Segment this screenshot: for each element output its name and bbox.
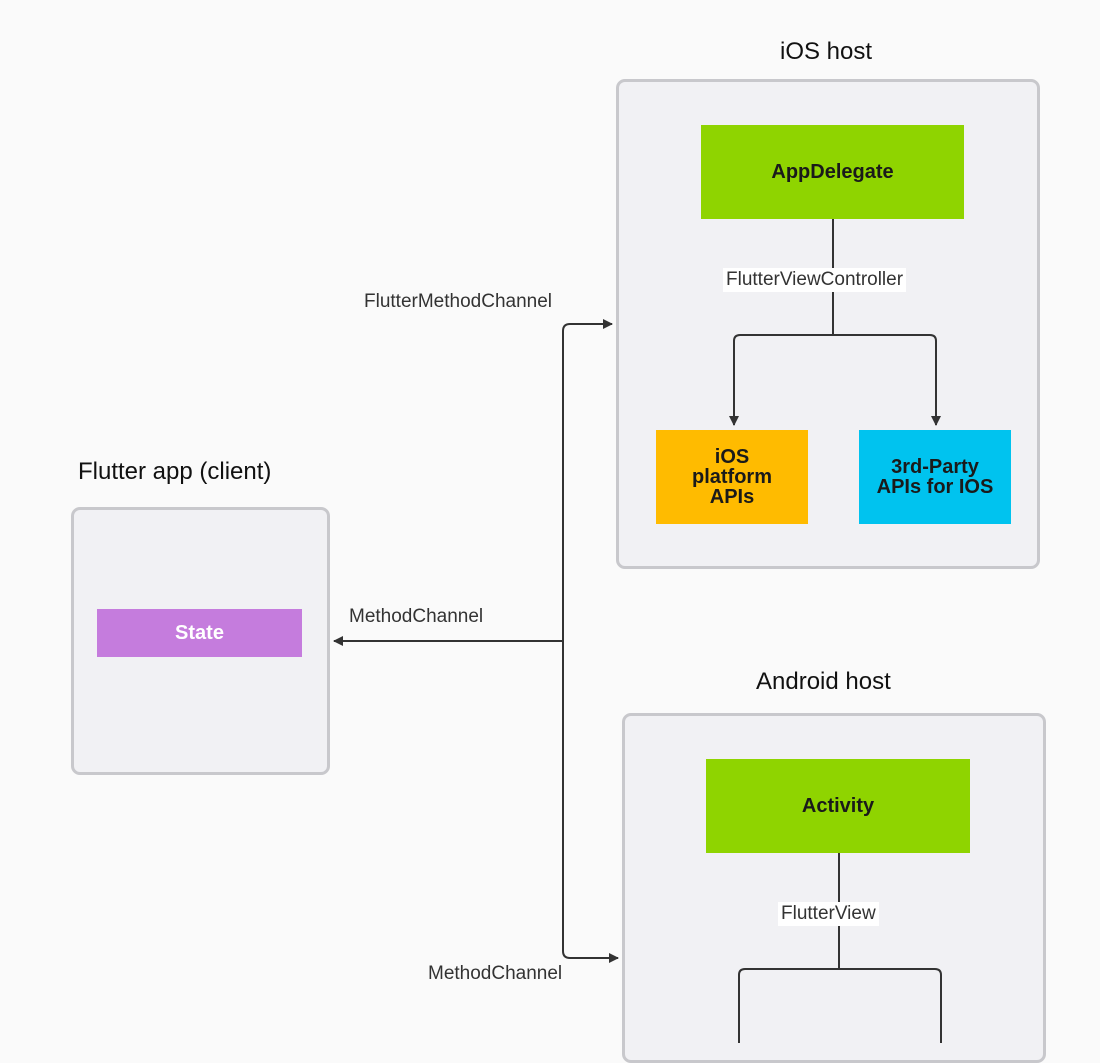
activity-node: Activity <box>706 759 970 853</box>
edge-to-third-party-apis <box>833 334 941 426</box>
method-channel-app-label: MethodChannel <box>349 606 484 627</box>
edge-to-ios-host <box>562 319 613 332</box>
appdelegate-node: AppDelegate <box>701 125 964 219</box>
android-host-title: Android host <box>756 668 891 695</box>
state-node: State <box>97 609 302 657</box>
edge-to-ios-platform-apis <box>729 334 833 426</box>
ios-platform-apis-node: iOS platform APIs <box>656 430 808 524</box>
flutter-view-controller-label: FlutterViewController <box>723 268 907 292</box>
flutter-view-label: FlutterView <box>778 902 879 926</box>
third-party-apis-ios-node: 3rd-Party APIs for IOS <box>859 430 1011 524</box>
flutter-method-channel-label: FlutterMethodChannel <box>364 291 552 312</box>
edge-to-android-host <box>562 950 619 963</box>
ios-host-title: iOS host <box>780 38 873 65</box>
edge-android-branch-right <box>839 968 942 1043</box>
flutter-app-title: Flutter app (client) <box>78 458 272 485</box>
method-channel-android-label: MethodChannel <box>428 963 563 984</box>
edge-android-branch-left <box>738 968 839 1043</box>
